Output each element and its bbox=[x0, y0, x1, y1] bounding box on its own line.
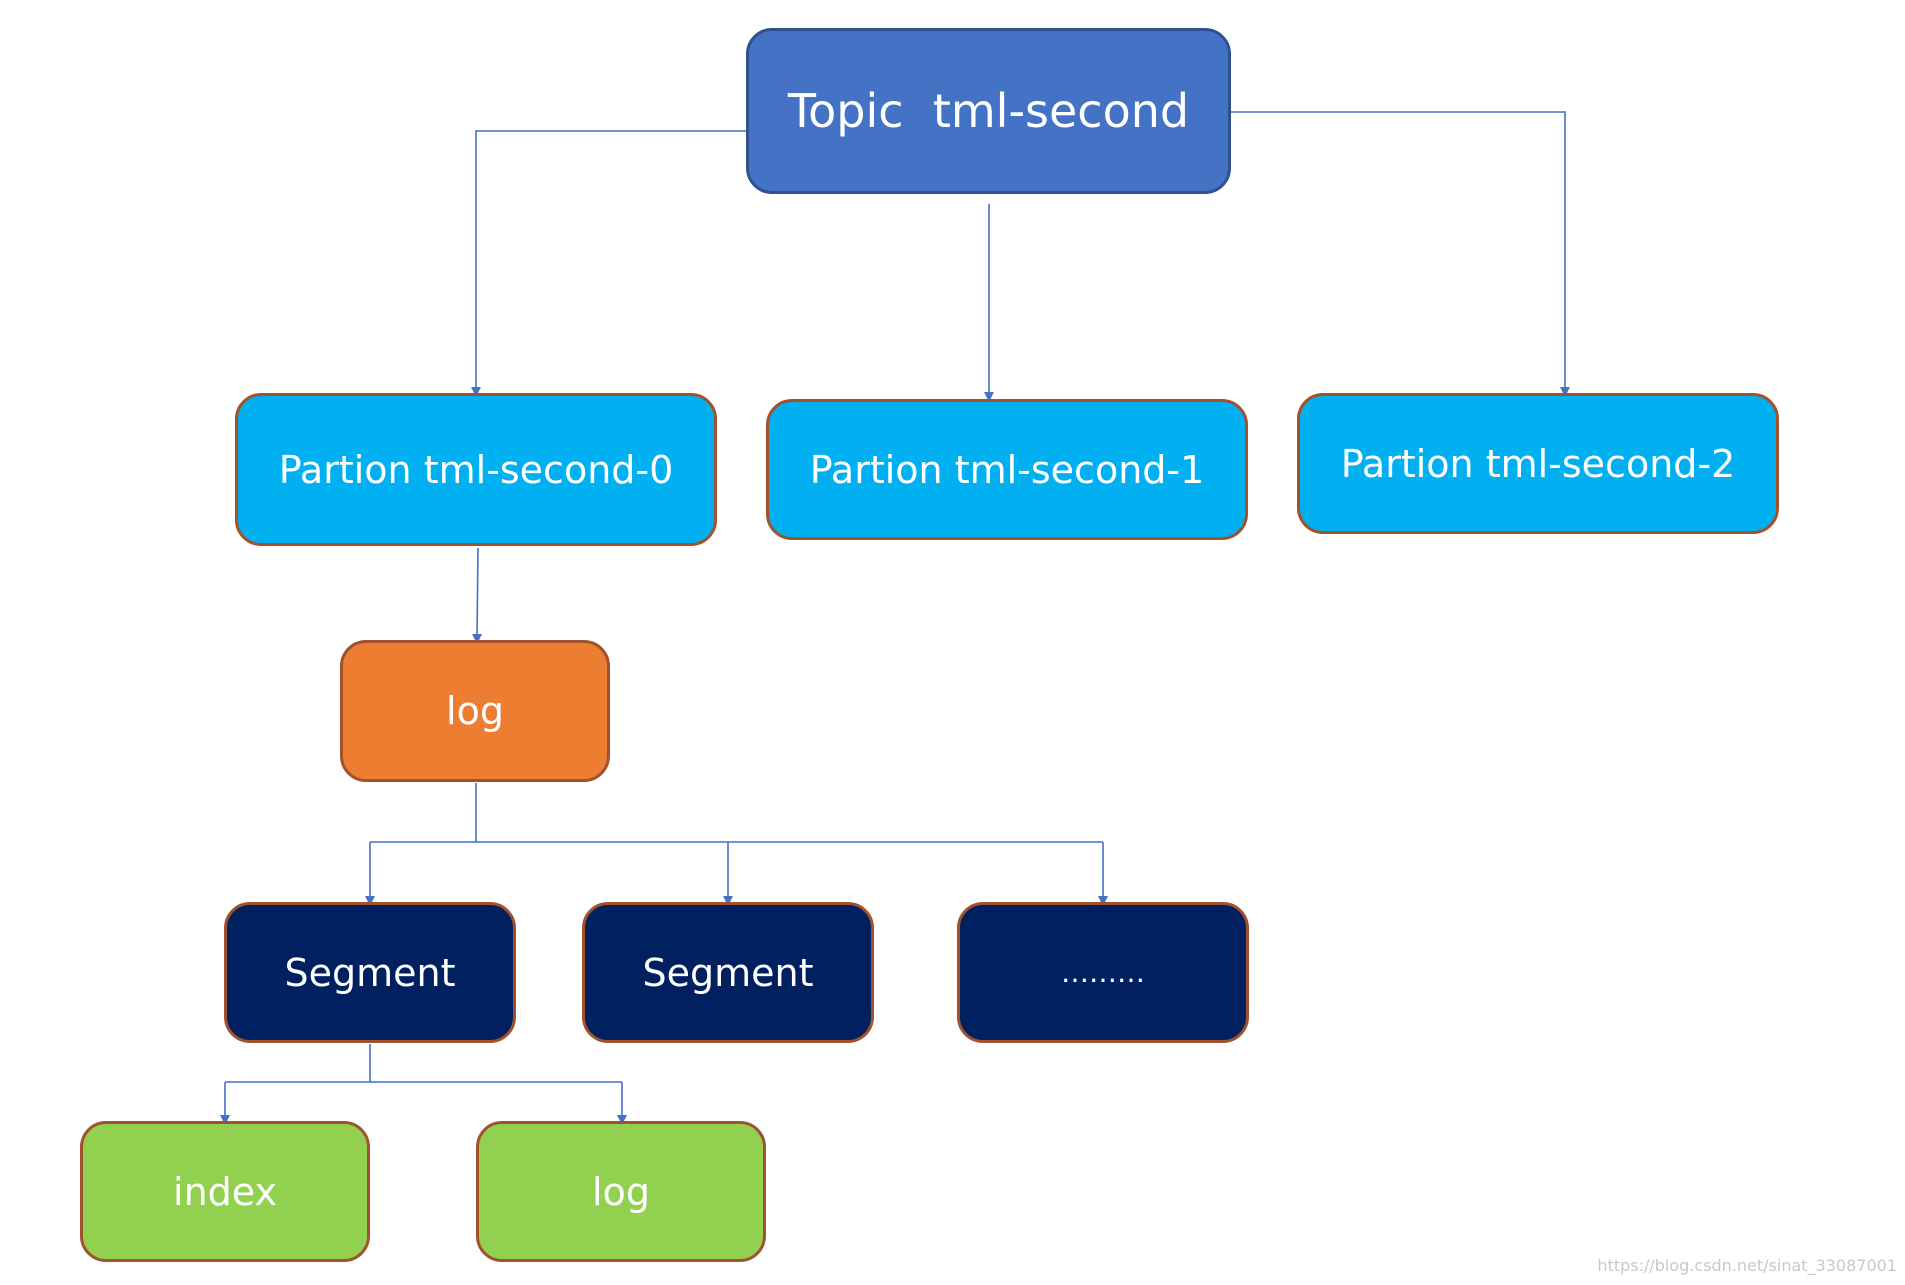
segment-label-0: Segment bbox=[284, 950, 456, 995]
partition-node-1: Partion tml-second-1 bbox=[766, 399, 1248, 540]
log-file-label: log bbox=[592, 1169, 650, 1214]
index-file-node: index bbox=[80, 1121, 370, 1262]
connector-partition-0-log bbox=[472, 547, 483, 644]
segment-node-0: Segment bbox=[224, 902, 516, 1043]
watermark: https://blog.csdn.net/sinat_33087001 bbox=[1597, 1256, 1897, 1275]
topic-node: Topic tml-second bbox=[746, 28, 1231, 194]
segment-node-ellipsis: ……… bbox=[957, 902, 1249, 1043]
partition-label-0: Partion tml-second-0 bbox=[278, 447, 674, 492]
partition-label-1: Partion tml-second-1 bbox=[809, 447, 1205, 492]
partition-label-2: Partion tml-second-2 bbox=[1340, 441, 1736, 486]
partition-node-2: Partion tml-second-2 bbox=[1297, 393, 1779, 534]
log-file-node: log bbox=[476, 1121, 766, 1262]
segment-label-1: Segment bbox=[642, 950, 814, 995]
index-file-label: index bbox=[173, 1169, 277, 1214]
log-node: log bbox=[340, 640, 610, 782]
segment-label-ellipsis: ……… bbox=[1061, 956, 1145, 989]
connector-topic-partition-2 bbox=[1231, 111, 1570, 397]
segment-node-1: Segment bbox=[582, 902, 874, 1043]
partition-node-0: Partion tml-second-0 bbox=[235, 393, 717, 546]
topic-label: Topic tml-second bbox=[787, 84, 1190, 138]
connector-topic-partition-0 bbox=[471, 130, 746, 397]
log-label: log bbox=[446, 689, 504, 733]
